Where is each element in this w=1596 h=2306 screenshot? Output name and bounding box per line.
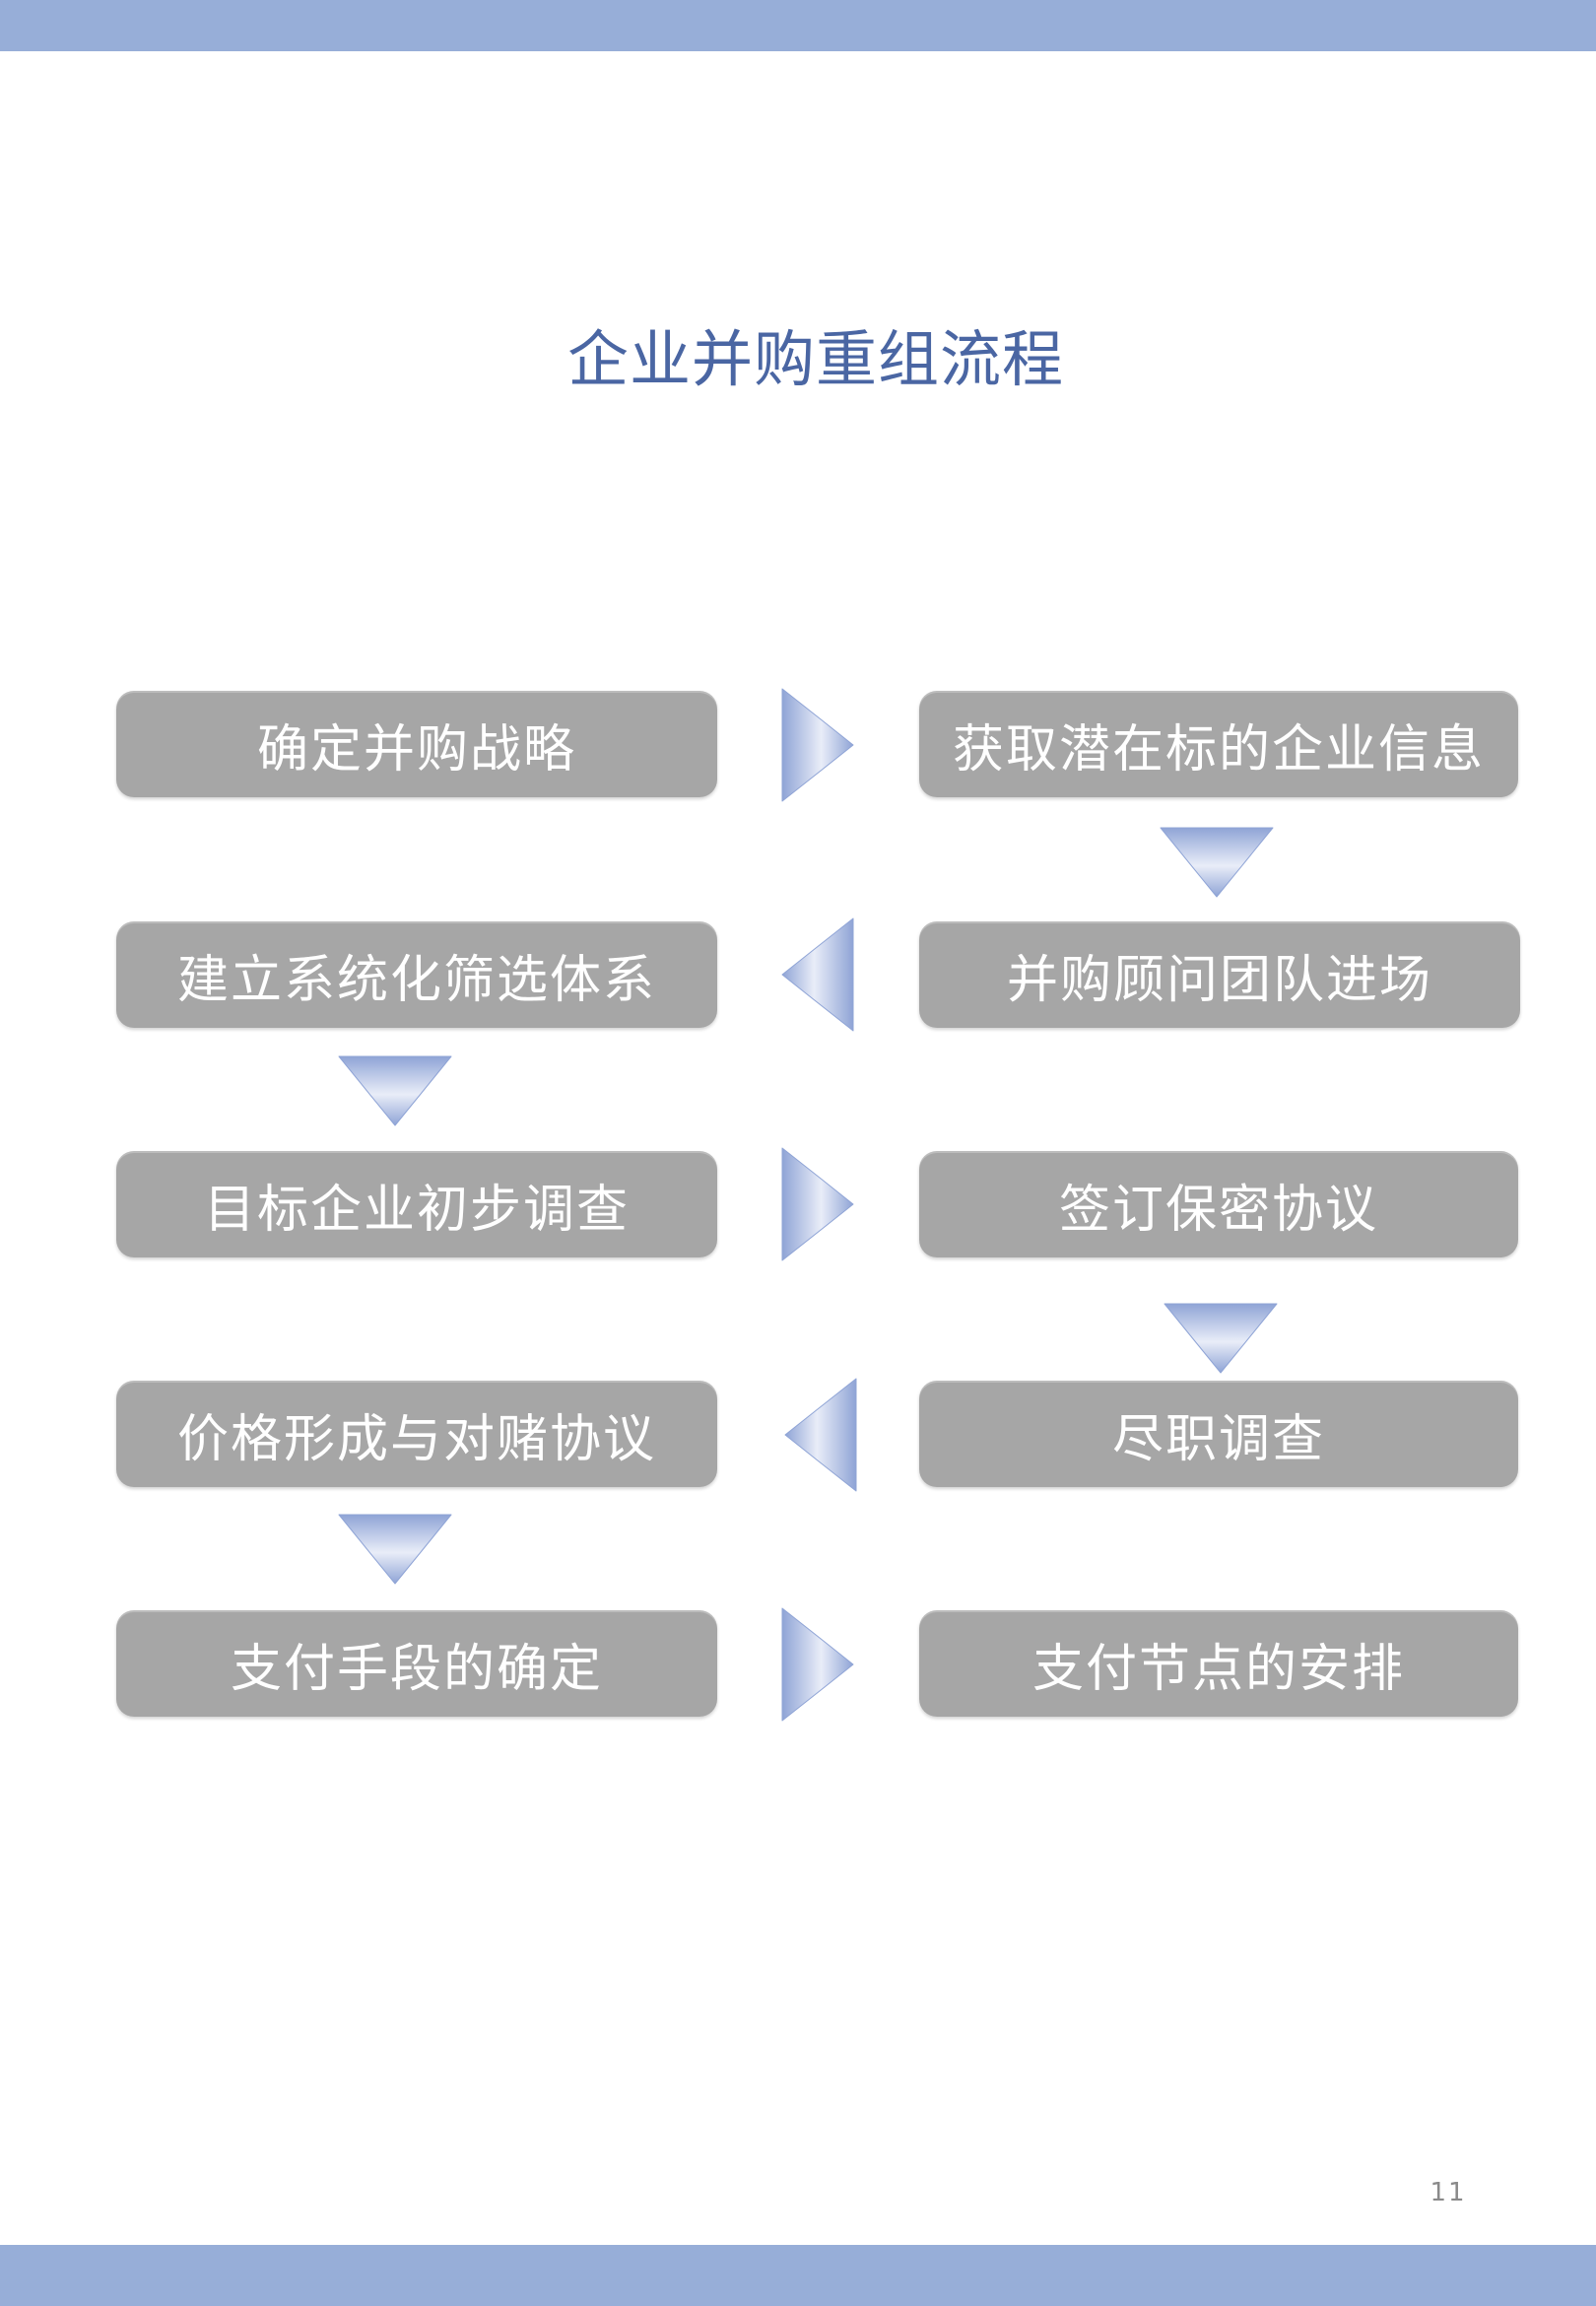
bottom-band bbox=[0, 2245, 1596, 2306]
arrow-right-icon bbox=[781, 688, 854, 802]
page-title: 企业并购重组流程 bbox=[566, 323, 1064, 395]
arrow-down-icon bbox=[338, 1055, 452, 1126]
step-box-screening-system: 建立系统化筛选体系 bbox=[116, 921, 717, 1028]
step-box-determine-strategy: 确定并购战略 bbox=[116, 691, 717, 797]
arrow-down-icon bbox=[1160, 827, 1274, 898]
arrow-down-icon bbox=[338, 1514, 452, 1585]
step-box-pricing-vam: 价格形成与对赌协议 bbox=[116, 1381, 717, 1487]
step-box-advisory-team: 并购顾问团队进场 bbox=[919, 921, 1520, 1028]
step-box-confidentiality-agreement: 签订保密协议 bbox=[919, 1151, 1518, 1257]
arrow-left-icon bbox=[781, 917, 854, 1032]
step-box-payment-method: 支付手段的确定 bbox=[116, 1610, 717, 1717]
arrow-left-icon bbox=[784, 1378, 857, 1492]
arrow-right-icon bbox=[781, 1607, 854, 1722]
step-box-due-diligence: 尽职调查 bbox=[919, 1381, 1518, 1487]
page-number: 11 bbox=[1430, 2178, 1467, 2207]
step-box-preliminary-investigation: 目标企业初步调查 bbox=[116, 1151, 717, 1257]
step-box-obtain-target-info: 获取潜在标的企业信息 bbox=[919, 691, 1518, 797]
step-box-payment-schedule: 支付节点的安排 bbox=[919, 1610, 1518, 1717]
top-band bbox=[0, 0, 1596, 51]
arrow-right-icon bbox=[781, 1147, 854, 1261]
arrow-down-icon bbox=[1164, 1303, 1278, 1374]
